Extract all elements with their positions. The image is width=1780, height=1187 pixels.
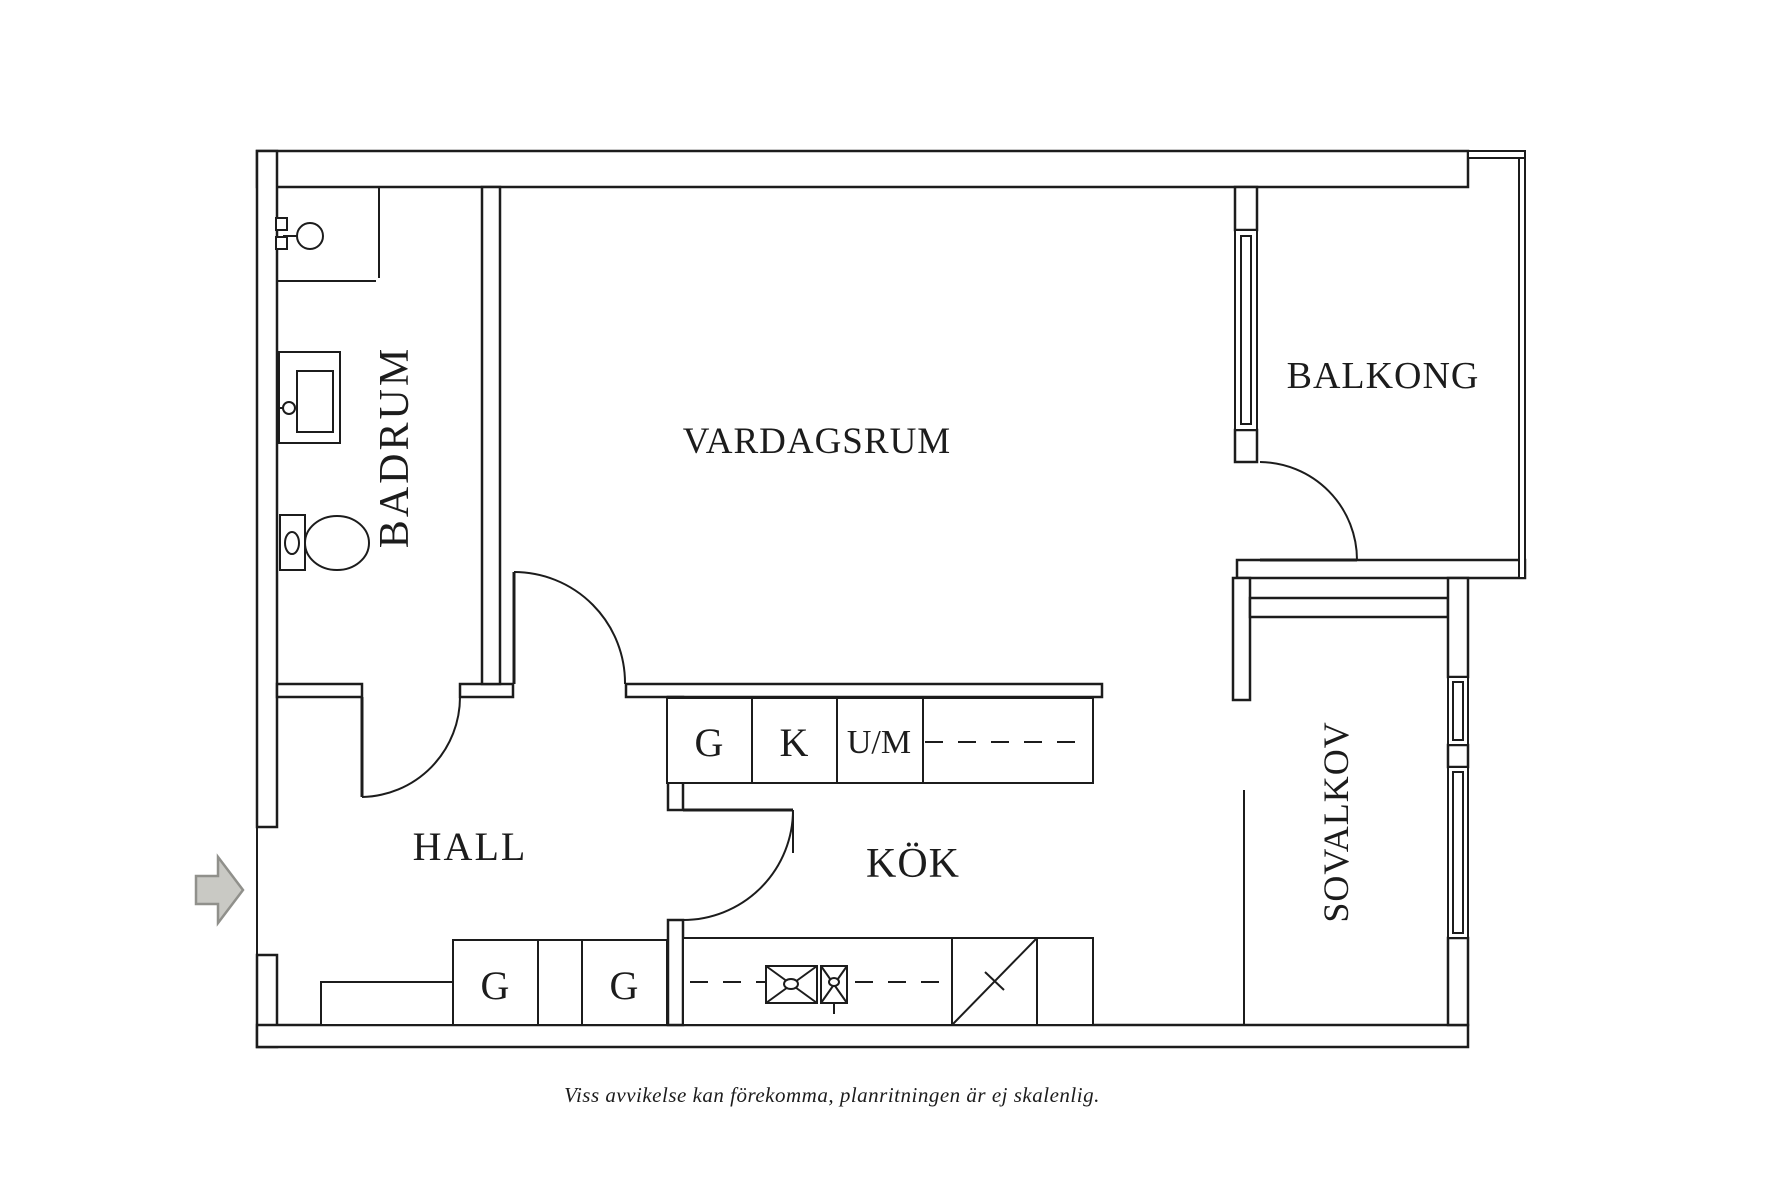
entry-arrow-icon	[194, 853, 245, 927]
wall-balkong-floor	[1235, 558, 1527, 580]
hall-low-cabinet	[320, 981, 454, 1026]
wall-sovalkov-right-mullion	[1446, 743, 1470, 769]
disclaimer-text: Viss avvikelse kan förekomma, planritnin…	[564, 1083, 1100, 1107]
room-label-sovalkov: SOVALKOV	[1316, 721, 1356, 922]
room-label-vardagsrum: VARDAGSRUM	[683, 421, 951, 462]
kok-door	[682, 808, 794, 921]
room-label-badrum: BADRUM	[372, 346, 418, 548]
wardrobe-label-g-right: G	[610, 963, 639, 1008]
kitchen-sink-icon	[765, 965, 818, 1004]
cabinet-um-upper	[836, 697, 924, 784]
wall-left-upper	[255, 149, 279, 829]
room-label-balkong: BALKONG	[1287, 355, 1480, 397]
balkong-door	[1259, 461, 1358, 562]
kitchen-fixtures	[320, 697, 1094, 1026]
cabinet-k-upper	[751, 697, 838, 784]
cabinet-label-g-upper: G	[695, 720, 724, 765]
bathroom-fixtures	[275, 187, 380, 571]
room-labels: BADRUM VARDAGSRUM BALKONG HALL KÖK SOVAL…	[372, 346, 1480, 923]
wall-hall-kok-lower	[666, 918, 685, 1027]
badrum-door	[360, 696, 461, 798]
wardrobe-middle	[537, 939, 583, 1026]
wall-balkong-left-mid	[1233, 428, 1259, 464]
wall-balkong-left-top	[1233, 185, 1259, 232]
cabinet-label-um-upper: U/M	[847, 724, 911, 761]
tall-unit-icon	[951, 937, 1038, 1026]
sovalkov-window-upper	[1447, 676, 1469, 746]
room-label-kok: KÖK	[866, 841, 960, 887]
bathroom-sink-icon	[277, 351, 341, 444]
room-label-hall: HALL	[413, 824, 528, 869]
wardrobe-label-g-left: G	[481, 963, 510, 1008]
wall-badrum-bottom-right	[458, 682, 515, 699]
doors	[360, 461, 1358, 921]
wall-sovalkov-top	[1248, 596, 1450, 619]
stove-icon	[820, 965, 848, 1014]
sovalkov-window-lower	[1447, 766, 1469, 939]
wardrobe-g-left	[452, 939, 539, 1026]
wardrobe-g-right	[581, 939, 668, 1026]
vardagsrum-door	[512, 571, 627, 685]
wall-sovalkov-left	[1231, 576, 1252, 702]
counter-upper	[922, 697, 1094, 784]
cabinet-g-upper	[666, 697, 753, 784]
windows	[1234, 229, 1469, 939]
shower-icon	[275, 187, 380, 282]
entry-arrow-shape	[194, 853, 245, 927]
wall-vardagsrum-bottom	[624, 682, 1104, 699]
wall-badrum-right	[480, 185, 502, 686]
balkong-rail-right	[1518, 157, 1526, 579]
wall-bottom	[255, 1023, 1470, 1049]
wall-sovalkov-right-upper	[1446, 576, 1470, 679]
cabinet-labels: G K U/M G G	[481, 720, 912, 1008]
wall-badrum-bottom-left	[275, 682, 364, 699]
toilet-icon	[279, 514, 370, 571]
vardagsrum-balkong-window	[1234, 229, 1258, 431]
wall-top	[255, 149, 1470, 189]
balkong-rail-top	[1467, 150, 1526, 159]
wall-sovalkov-right-lower	[1446, 936, 1470, 1027]
cabinet-label-k-upper: K	[780, 720, 809, 765]
